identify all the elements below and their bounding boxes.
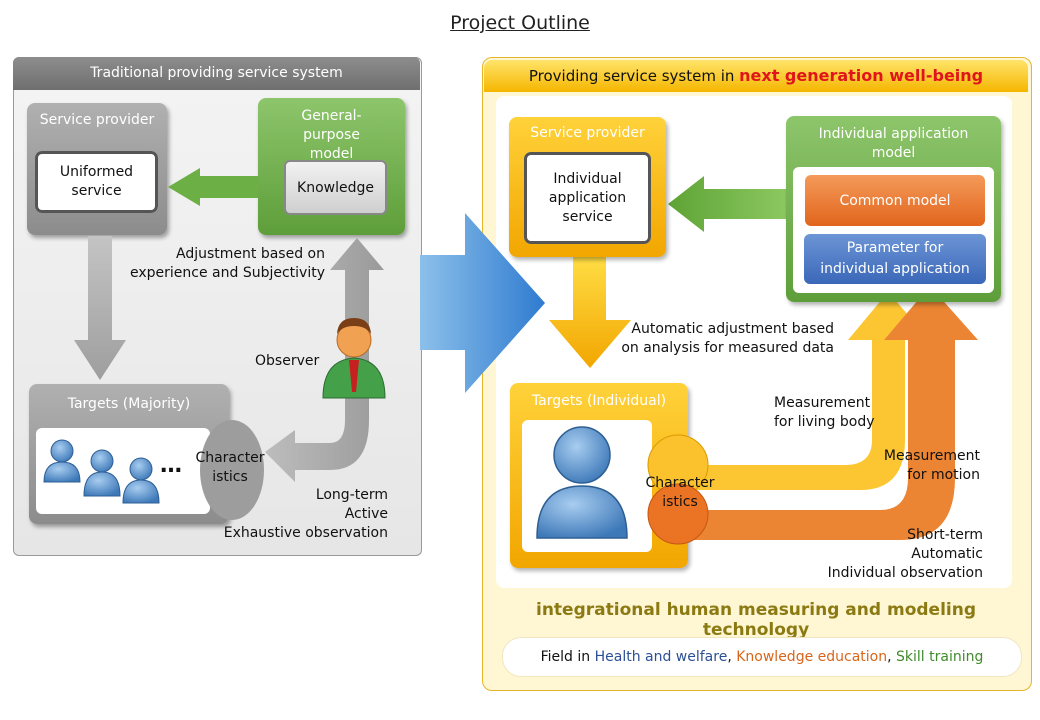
automatic-adjustment-label: Automatic adjustment based on analysis f… — [621, 321, 834, 356]
common-model-box: Common model — [805, 175, 985, 226]
field-prefix: Field in — [540, 649, 595, 665]
field-knowledge: Knowledge education — [736, 649, 888, 665]
individual-service-box: Individual application service — [524, 152, 651, 244]
adjustment-label: Adjustment based on experience and Subje… — [129, 246, 325, 281]
field-sep-1: , — [727, 649, 737, 665]
service-provider-label-left: Service provider — [39, 112, 155, 128]
characteristics-label-left: Character istics — [195, 450, 265, 485]
gray-down-arrow — [74, 236, 126, 380]
knowledge-box: Knowledge — [284, 160, 387, 215]
observer-label: Observer — [255, 353, 320, 369]
targets-majority-label: Targets (Majority) — [67, 396, 191, 412]
next-gen-header-prefix: Providing service system in — [528, 67, 740, 85]
observer-icon — [322, 318, 386, 399]
green-arrow-right — [668, 176, 786, 232]
characteristics-label-right: Character istics — [645, 475, 715, 510]
gray-curved-arrow — [265, 238, 384, 482]
yellow-curved-arrow — [690, 292, 930, 490]
targets-individual-label: Targets (Individual) — [531, 393, 667, 409]
next-gen-header: Providing service system in next generat… — [484, 60, 1028, 92]
field-health: Health and welfare — [594, 649, 728, 665]
big-blue-arrow — [420, 213, 545, 393]
person-icon-group — [43, 439, 160, 504]
service-provider-label-right: Service provider — [530, 125, 645, 141]
integration-title: integrational human measuring and modeli… — [536, 600, 976, 640]
measurement-living-label: Measurement for living body — [774, 395, 875, 430]
individual-model-label: Individual application model — [818, 126, 969, 161]
yellow-down-arrow — [549, 257, 631, 368]
next-gen-header-highlight: next generation well-being — [739, 66, 984, 85]
parameter-box: Parameter for individual application — [804, 234, 986, 284]
traditional-header: Traditional providing service system — [13, 57, 420, 90]
uniformed-service-box: Uniformed service — [35, 151, 158, 213]
individual-service-label: Individual application service — [548, 170, 627, 225]
field-skill: Skill training — [896, 649, 984, 665]
characteristics-oval-left — [200, 420, 264, 520]
ellipsis: … — [160, 453, 182, 478]
uniformed-service-label: Uniformed service — [59, 164, 134, 199]
page-title: Project Outline — [450, 12, 590, 34]
field-box: Field in Health and welfare, Knowledge e… — [502, 637, 1022, 677]
shortterm-label: Short-term Automatic Individual observat… — [827, 527, 983, 581]
measurement-motion-label: Measurement for motion — [883, 448, 980, 483]
green-arrow-left — [168, 168, 258, 206]
general-purpose-model-label: General-purpose model — [301, 108, 362, 162]
orange-curved-arrow — [690, 286, 978, 540]
longterm-label: Long-term Active Exhaustive observation — [223, 487, 388, 541]
field-sep-2: , — [887, 649, 897, 665]
